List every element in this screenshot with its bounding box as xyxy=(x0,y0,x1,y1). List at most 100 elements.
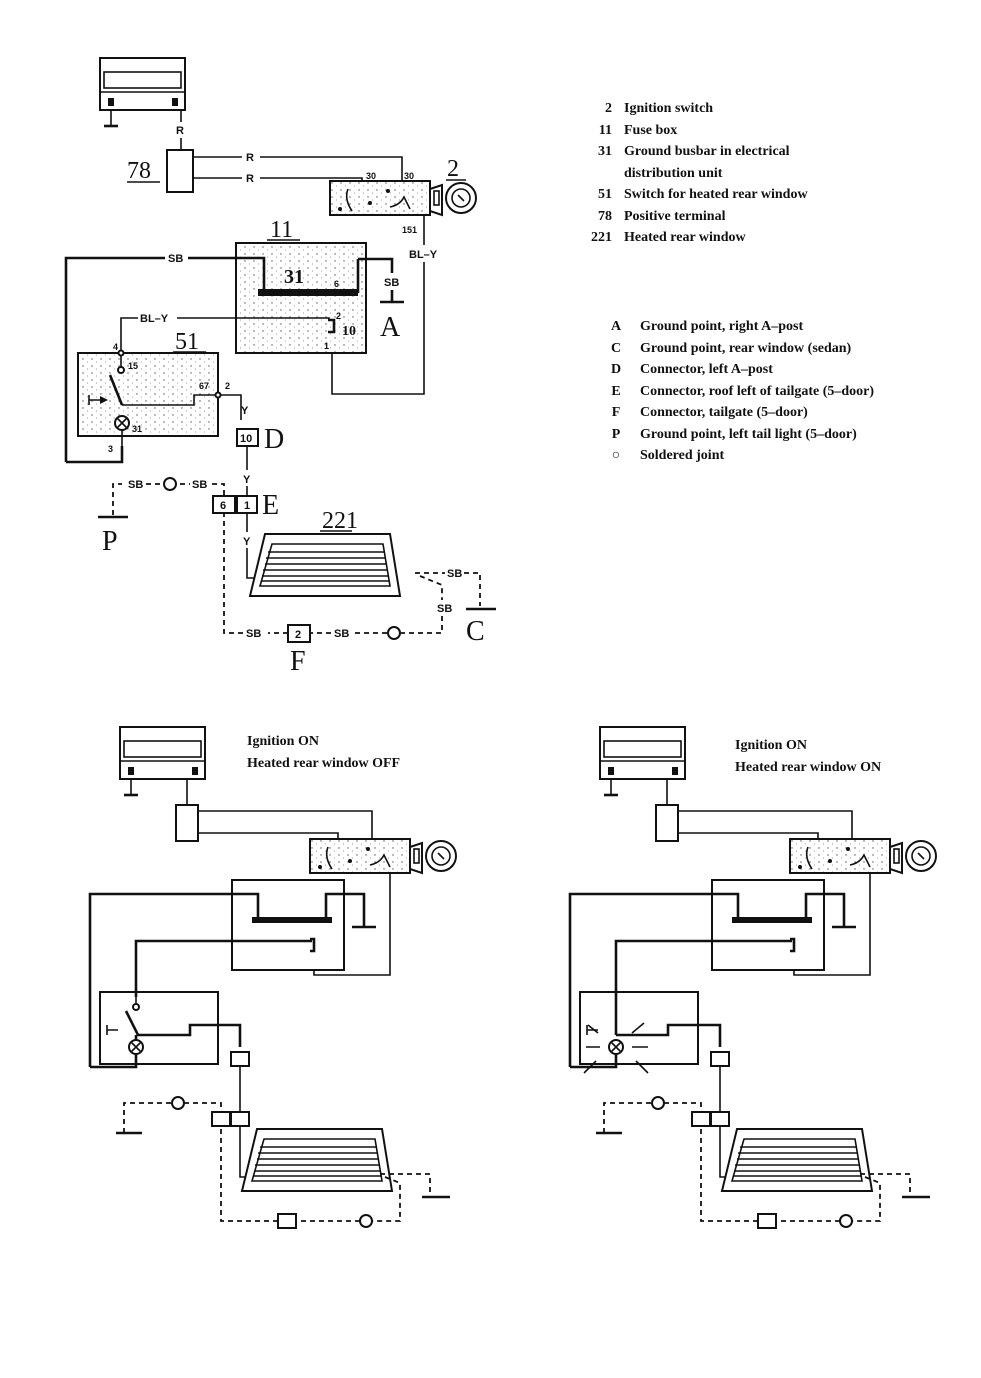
connector-pin: 2 xyxy=(295,629,301,641)
ground-point-c: C xyxy=(466,616,485,647)
legend-key: D xyxy=(610,362,622,377)
rear-window-icon xyxy=(249,533,401,597)
soldered-joint xyxy=(839,1214,853,1228)
wire xyxy=(568,892,846,1067)
legend-key: F xyxy=(611,405,621,420)
state-diagram-on xyxy=(568,725,937,1229)
legend-label: Soldered joint xyxy=(640,448,725,463)
ground-busbar xyxy=(258,289,358,296)
push-button-icon xyxy=(586,1025,598,1035)
connector-e-pin-6 xyxy=(691,1111,711,1127)
state-line: Ignition ON xyxy=(735,738,807,753)
wire xyxy=(356,257,394,302)
pin-label: 67 xyxy=(199,381,209,391)
fuse-box xyxy=(235,242,367,354)
wire xyxy=(124,1010,242,1047)
component-number-51: 51 xyxy=(175,329,199,355)
wire-color-label: SB xyxy=(384,277,399,289)
ground-busbar xyxy=(252,917,332,923)
battery-icon xyxy=(598,725,687,797)
push-button-icon xyxy=(106,1025,118,1035)
state-label-on: Ignition ON Heated rear window ON xyxy=(735,735,881,779)
legend-row: F Connector, tailgate (5–door) xyxy=(602,402,874,424)
switch-lever xyxy=(108,374,124,406)
component-number-11: 11 xyxy=(270,217,293,243)
ignition-switch-icon xyxy=(329,180,477,216)
wire xyxy=(198,810,373,839)
positive-terminal xyxy=(166,149,194,193)
wire xyxy=(223,513,288,634)
legend-row: D Connector, left A–post xyxy=(602,359,874,381)
wire xyxy=(614,997,722,1047)
legend-label: Heated rear window xyxy=(624,230,746,245)
wire-color-label: SB xyxy=(447,568,462,580)
wire-color-label: SB xyxy=(334,628,349,640)
wire-color-label: Y xyxy=(243,536,251,548)
pin-label: 1 xyxy=(324,341,329,351)
legend-row: 51 Switch for heated rear window xyxy=(572,184,808,206)
legend-label: distribution unit xyxy=(624,165,723,181)
wire xyxy=(380,1173,431,1195)
state-line: Ignition ON xyxy=(247,734,319,749)
legend-label: Ground point, right A–post xyxy=(640,319,804,334)
pin-label: 31 xyxy=(132,424,142,434)
legend-row: 221 Heated rear window xyxy=(572,227,808,249)
battery-icon xyxy=(98,56,187,128)
fuse-element xyxy=(310,937,316,953)
soldered-joint xyxy=(387,626,401,640)
legend-key: 78 xyxy=(598,208,612,224)
connector-pin: 1 xyxy=(244,500,250,512)
wire-color-label: BL–Y xyxy=(140,313,169,325)
lamp-cross xyxy=(130,1041,142,1053)
wire xyxy=(860,1173,911,1195)
fuse-element xyxy=(328,318,336,334)
main-diagram: R 78 R R 30 30 2 151 BL–Y 11 31 6 2 1 10… xyxy=(64,56,496,677)
connector-e-label: E xyxy=(262,490,279,521)
rear-window-icon xyxy=(241,1128,393,1192)
fuse-element xyxy=(790,937,796,953)
pin-label: 3 xyxy=(108,444,113,454)
wire-color-label: R xyxy=(246,152,254,164)
wire-color-label: SB xyxy=(246,628,261,640)
legend-label: Ignition switch xyxy=(624,101,714,116)
wire xyxy=(614,939,792,979)
pin-label: 15 xyxy=(128,361,138,371)
light-rays xyxy=(583,1022,649,1074)
wire-color-label: SB xyxy=(192,479,207,491)
component-number-31: 31 xyxy=(284,266,304,288)
wire xyxy=(603,1102,702,1133)
wire xyxy=(134,939,312,979)
legend-label: Connector, left A–post xyxy=(640,362,773,377)
wire-color-label: SB xyxy=(128,479,143,491)
legend-key: 221 xyxy=(591,230,612,245)
connector-pin: 10 xyxy=(240,433,252,445)
connector-d-label: D xyxy=(264,424,284,455)
legend-key: A xyxy=(610,319,622,334)
legend-label: Switch for heated rear window xyxy=(624,187,808,202)
pin-label: 30 xyxy=(404,171,414,181)
pin-label: 2 xyxy=(336,311,341,321)
wire xyxy=(112,483,225,515)
ignition-switch-icon xyxy=(789,838,937,874)
rear-window-icon xyxy=(721,1128,873,1192)
legend-label: Connector, tailgate (5–door) xyxy=(640,405,808,420)
wire-color-label: R xyxy=(176,125,184,137)
connector-e-pin-1 xyxy=(230,1111,250,1127)
ground-point-p: P xyxy=(102,526,118,557)
connector-e-pin-6 xyxy=(211,1111,231,1127)
wire xyxy=(88,892,366,1067)
ignition-switch-icon xyxy=(309,838,457,874)
positive-terminal xyxy=(655,804,679,842)
component-number-2: 2 xyxy=(447,156,459,182)
legend-key: 51 xyxy=(598,187,612,202)
legend-key: ○ xyxy=(611,448,621,463)
